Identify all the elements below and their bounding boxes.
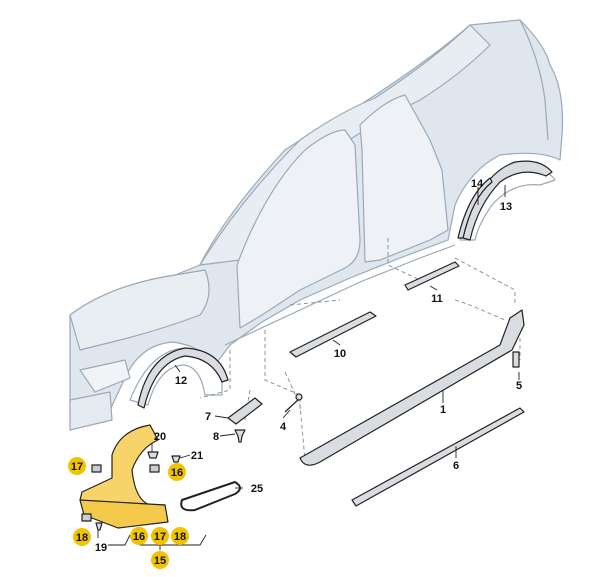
highlight-callout-15: 15	[154, 555, 166, 567]
callout-8: 8	[213, 431, 219, 443]
part-21-bolt	[171, 455, 181, 463]
highlight-circle-17a	[68, 457, 86, 475]
highlight-circle-18b	[171, 527, 189, 545]
front-wheel-arch	[129, 347, 223, 406]
callout-5: 5	[516, 380, 522, 392]
clip-16	[149, 464, 160, 473]
highlight-circle-15	[151, 551, 169, 569]
part-20-bolt	[147, 451, 159, 459]
callout-4: 4	[280, 421, 287, 433]
parts-grey	[95, 160, 553, 531]
highlight-callout-16: 16	[171, 467, 183, 479]
car-body	[69, 19, 564, 431]
front-bumper	[69, 391, 113, 431]
tailgate-line	[519, 19, 549, 141]
callout-1: 1	[440, 404, 446, 416]
part-11-sill-trim	[404, 261, 460, 291]
clip-17a	[91, 464, 102, 473]
part-4-cable-tie-head	[295, 393, 303, 401]
callout-11: 11	[431, 293, 443, 305]
body-sill-line	[224, 244, 456, 346]
highlight-circle-16b	[130, 527, 148, 545]
part-8-screw	[234, 429, 246, 443]
highlight-circle-17b	[151, 527, 169, 545]
part-1-sill-panel	[299, 309, 525, 466]
headlight	[79, 359, 131, 393]
highlight-circle-16	[168, 463, 186, 481]
part-10-sill-trim	[289, 311, 377, 358]
liner-lower-flap	[79, 499, 169, 529]
part-5-clip	[512, 351, 520, 368]
highlight-callout-16b: 16	[133, 531, 145, 543]
callout-7: 7	[205, 411, 211, 423]
highlight-callout-17a: 17	[71, 461, 83, 473]
front-door-opening	[236, 129, 361, 329]
rear-door-opening	[359, 94, 449, 263]
highlight-circle-18a	[73, 528, 91, 546]
part-7-bracket	[227, 397, 263, 425]
callout-19: 19	[95, 542, 107, 554]
callout-12: 12	[175, 375, 187, 387]
callout-10: 10	[334, 348, 346, 360]
part-25-loop-seal	[180, 481, 241, 512]
clip-18a	[81, 513, 92, 522]
part-19-screw	[95, 522, 103, 531]
callout-13: 13	[500, 201, 512, 213]
callout-25: 25	[251, 483, 263, 495]
highlight-callout-17b: 17	[154, 531, 166, 543]
callout-21: 21	[191, 450, 203, 462]
hood-panel	[69, 269, 210, 351]
part-12-arch-trim	[137, 347, 229, 409]
highlight-callout-18a: 18	[76, 532, 88, 544]
wheel-house-liner	[79, 424, 169, 529]
part-6-lower-strip	[351, 407, 525, 507]
callout-labels: 1 4 5 6 7 8 10 11 12 13 14 19 20 21 25	[95, 178, 522, 554]
part-4-cable-tie	[284, 397, 301, 413]
callout-6: 6	[453, 460, 459, 472]
callout-14: 14	[471, 178, 484, 190]
highlighted-callouts: 17 16 18 16 17 18 15	[68, 457, 189, 569]
highlight-callout-18b: 18	[174, 531, 186, 543]
callout-20: 20	[154, 431, 166, 443]
part-14-seal-strip	[457, 177, 493, 239]
